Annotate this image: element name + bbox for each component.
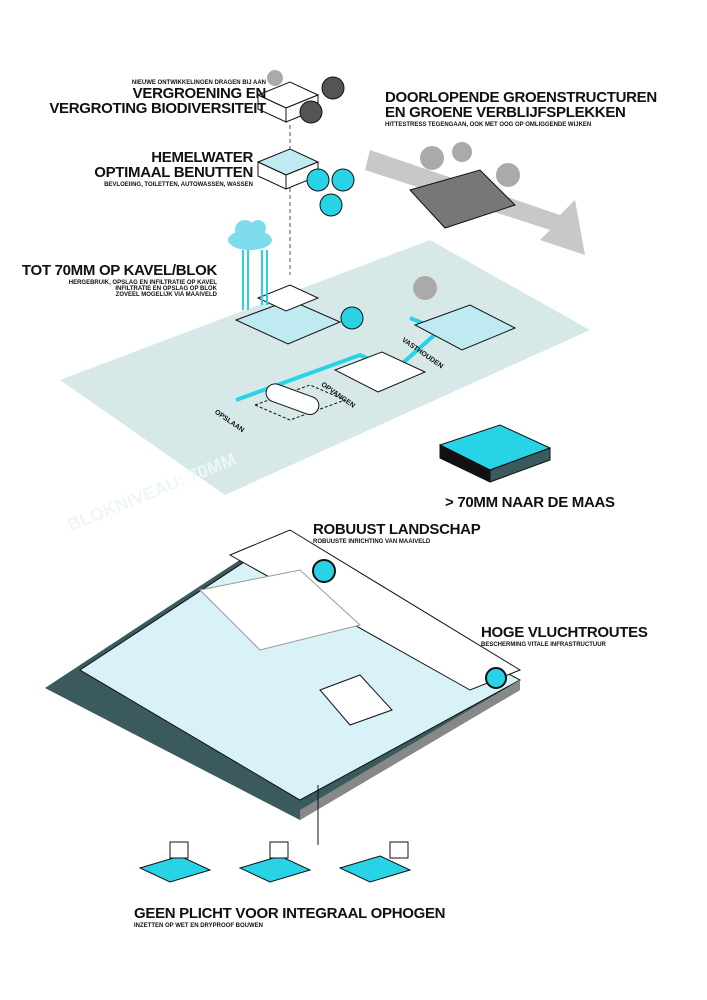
- routes-title: HOGE VLUCHTROUTES: [481, 624, 648, 641]
- plot-sub-3: ZOVEEL MOGELIJK VIA MAAIVELD: [115, 292, 217, 298]
- landscape-sub: ROBUUSTE INRICHTING VAN MAAIVELD: [313, 539, 431, 545]
- person-icon: [485, 667, 507, 689]
- biodiversity-title-2: VERGROTING BIODIVERSITEIT: [49, 100, 266, 117]
- biodiversity-title-1: VERGROENING EN: [132, 85, 267, 102]
- maas-outflow-block: [438, 424, 552, 483]
- maas-title: > 70MM NAAR DE MAAS: [445, 494, 615, 511]
- maas-label: > 70MM NAAR DE MAAS: [445, 495, 615, 510]
- building-plot: [234, 284, 342, 345]
- raise-label: GEEN PLICHT VOOR INTEGRAAL OPHOGEN INZET…: [134, 905, 446, 929]
- landscape-model: [45, 529, 522, 820]
- storage-tank: [253, 383, 347, 421]
- landscape-label: ROBUUST LANDSCHAP ROBUUSTE INRICHTING VA…: [313, 521, 481, 545]
- rainwater-label: HEMELWATER OPTIMAAL BENUTTEN BEVLOEIING,…: [94, 150, 253, 188]
- rainwater-title-2: OPTIMAAL BENUTTEN: [94, 164, 253, 181]
- washing-machine-icon: [319, 193, 343, 217]
- biodiversity-pre: NIEUWE ONTWIKKELINGEN DRAGEN BIJ AAN: [131, 80, 266, 86]
- catch-tile: [333, 351, 427, 393]
- raise-title: GEEN PLICHT VOOR INTEGRAAL OPHOGEN: [134, 905, 446, 922]
- rain-cloud-icon: [228, 220, 272, 250]
- routes-label: HOGE VLUCHTROUTES BESCHERMING VITALE INF…: [481, 625, 648, 648]
- biodiversity-label: NIEUWE ONTWIKKELINGEN DRAGEN BIJ AAN VER…: [49, 78, 266, 116]
- plot-sub-2: INFILTRATIE EN OPSLAG OP BLOK: [115, 286, 217, 292]
- plot-sub-1: HERGEBRUIK, OPSLAG EN INFILTRATIE OP KAV…: [68, 280, 217, 286]
- leaf-icon: [321, 76, 345, 100]
- rain-lines: [242, 250, 268, 310]
- rainwater-title-1: HEMELWATER: [151, 149, 253, 166]
- watering-can-icon: [306, 168, 330, 192]
- plot-label: TOT 70MM OP KAVEL/BLOK HERGEBRUIK, OPSLA…: [22, 263, 217, 298]
- bird-icon: [299, 100, 323, 124]
- rainwater-sub: BEVLOEIING, TOILETTEN, AUTOWASSEN, WASSE…: [104, 182, 253, 188]
- raise-sub: INZETTEN OP WET EN DRYPROOF BOUWEN: [134, 923, 264, 929]
- plot-title: TOT 70MM OP KAVEL/BLOK: [21, 262, 217, 279]
- hold-tile: [413, 304, 517, 351]
- green-title-1: DOORLOPENDE GROENSTRUCTUREN: [385, 89, 657, 106]
- green-park-tile: [409, 169, 516, 229]
- tree-icons: [267, 70, 520, 300]
- toilet-icon: [331, 168, 355, 192]
- house-models: [138, 841, 412, 883]
- recycle-icon: [340, 306, 364, 330]
- green-label: DOORLOPENDE GROENSTRUCTUREN EN GROENE VE…: [385, 90, 657, 128]
- water-level-icon: [312, 559, 336, 583]
- green-sub: HITTESTRESS TEGENGAAN, OOK MET OOG OP OM…: [385, 122, 592, 128]
- green-title-2: EN GROENE VERBLIJFSPLEKKEN: [385, 104, 626, 121]
- routes-sub: BESCHERMING VITALE INFRASTRUCTUUR: [481, 642, 606, 648]
- landscape-title: ROBUUST LANDSCHAP: [313, 521, 481, 538]
